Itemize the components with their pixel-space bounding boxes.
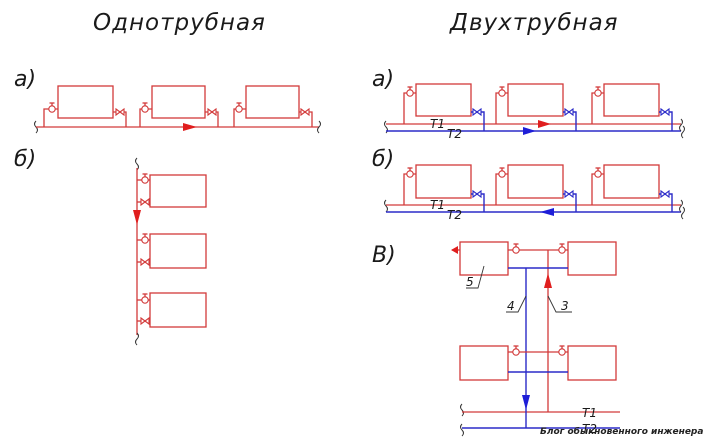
callout-3: 3: [561, 299, 569, 313]
radiator: [603, 83, 660, 117]
flow-arrow: [133, 210, 141, 225]
supply-riser: [403, 173, 416, 205]
return-flow-arrow: [522, 395, 530, 410]
pipe-break: [460, 423, 464, 437]
label-two-a: а): [372, 67, 394, 92]
label-t2: Т2: [447, 127, 462, 141]
radiator: [567, 345, 617, 381]
pipe-break: [317, 120, 321, 134]
pipe-break: [679, 118, 683, 132]
thermostat-valve-icon: [141, 173, 149, 184]
radiator: [149, 174, 207, 208]
thermostat-valve-icon: [141, 233, 149, 244]
pipe-break: [135, 332, 139, 346]
callout-5: 5: [466, 275, 474, 289]
label-single-b: б): [14, 147, 36, 172]
pipe-break: [460, 403, 464, 417]
radiator: [149, 233, 207, 269]
shutoff-valve-icon: [472, 108, 482, 116]
flow-arrow: [183, 123, 197, 131]
shutoff-valve-icon: [660, 108, 670, 116]
two-pipe-scheme-a: а) Т1 Т2: [372, 67, 685, 141]
callout-leader-4: [506, 295, 527, 313]
shutoff-valve-icon: [140, 317, 150, 325]
return-flow-arrow: [523, 127, 536, 135]
radiator: [507, 164, 564, 199]
shutoff-valve-icon: [140, 258, 150, 266]
label-single-a: а): [14, 67, 36, 92]
shutoff-valve-icon: [115, 108, 125, 116]
supply-riser: [403, 92, 416, 124]
callout-leader-5: [466, 265, 485, 289]
shutoff-valve-icon: [472, 190, 482, 198]
radiator: [151, 85, 206, 119]
title-two-pipe: Двухтрубная: [449, 10, 619, 36]
supply-riser: [495, 173, 508, 205]
radiator: [603, 164, 660, 199]
thermostat-valve-icon: [512, 345, 520, 356]
watermark-text: Блог обыкновенного инженера: [540, 426, 703, 437]
radiator: [245, 85, 300, 119]
radiator: [567, 241, 617, 276]
label-two-b: б): [372, 147, 394, 172]
thermostat-valve-icon: [141, 102, 149, 113]
two-pipe-scheme-v: В) Т1 Т2 4 3 5: [372, 241, 620, 437]
radiator-5: [459, 241, 509, 276]
thermostat-valve-icon: [498, 167, 506, 178]
pipe-break: [681, 206, 685, 220]
label-t2-bottom: Т2: [582, 422, 597, 436]
label-t2: Т2: [447, 208, 462, 222]
pipe-break: [135, 157, 139, 171]
shutoff-valve-icon: [564, 108, 574, 116]
radiator: [149, 292, 207, 328]
shutoff-valve-icon: [564, 190, 574, 198]
thermostat-valve-icon: [558, 243, 566, 254]
shutoff-valve-icon: [140, 198, 150, 206]
shutoff-valve-icon: [300, 108, 310, 116]
thermostat-valve-icon: [48, 102, 56, 113]
thermostat-valve-icon: [141, 293, 149, 304]
shutoff-valve-icon: [207, 108, 217, 116]
thermostat-valve-icon: [594, 167, 602, 178]
supply-flow-arrow: [538, 120, 551, 128]
thermostat-valve-icon: [558, 345, 566, 356]
callout-4: 4: [507, 299, 515, 313]
thermostat-valve-icon: [406, 167, 414, 178]
title-single-pipe: Однотрубная: [93, 10, 266, 36]
shutoff-valve-icon: [660, 190, 670, 198]
label-t1-bottom: Т1: [582, 406, 597, 420]
thermostat-valve-icon: [235, 102, 243, 113]
radiator: [459, 345, 509, 381]
label-t1: Т1: [430, 198, 445, 212]
supply-riser: [591, 92, 604, 124]
pipe-break: [681, 125, 685, 139]
radiator: [507, 83, 564, 117]
single-pipe-scheme-a: а): [14, 67, 321, 134]
label-t1: Т1: [430, 117, 445, 131]
thermostat-valve-icon: [594, 86, 602, 97]
single-pipe-scheme-b: б): [14, 147, 207, 346]
label-two-v: В): [372, 243, 396, 268]
supply-flow-arrow: [544, 273, 552, 288]
two-pipe-scheme-b: б) Т1 Т2: [372, 147, 685, 222]
air-vent-arrow: [451, 246, 458, 254]
return-flow-arrow: [540, 208, 554, 216]
thermostat-valve-icon: [406, 86, 414, 97]
pipe-break: [384, 199, 388, 213]
supply-riser: [591, 173, 604, 205]
supply-riser: [495, 92, 508, 124]
pipe-break: [679, 199, 683, 213]
thermostat-valve-icon: [512, 243, 520, 254]
callout-leader-3: [547, 295, 572, 313]
radiator: [415, 83, 472, 117]
radiator: [57, 85, 114, 119]
thermostat-valve-icon: [498, 86, 506, 97]
radiator: [415, 164, 472, 199]
